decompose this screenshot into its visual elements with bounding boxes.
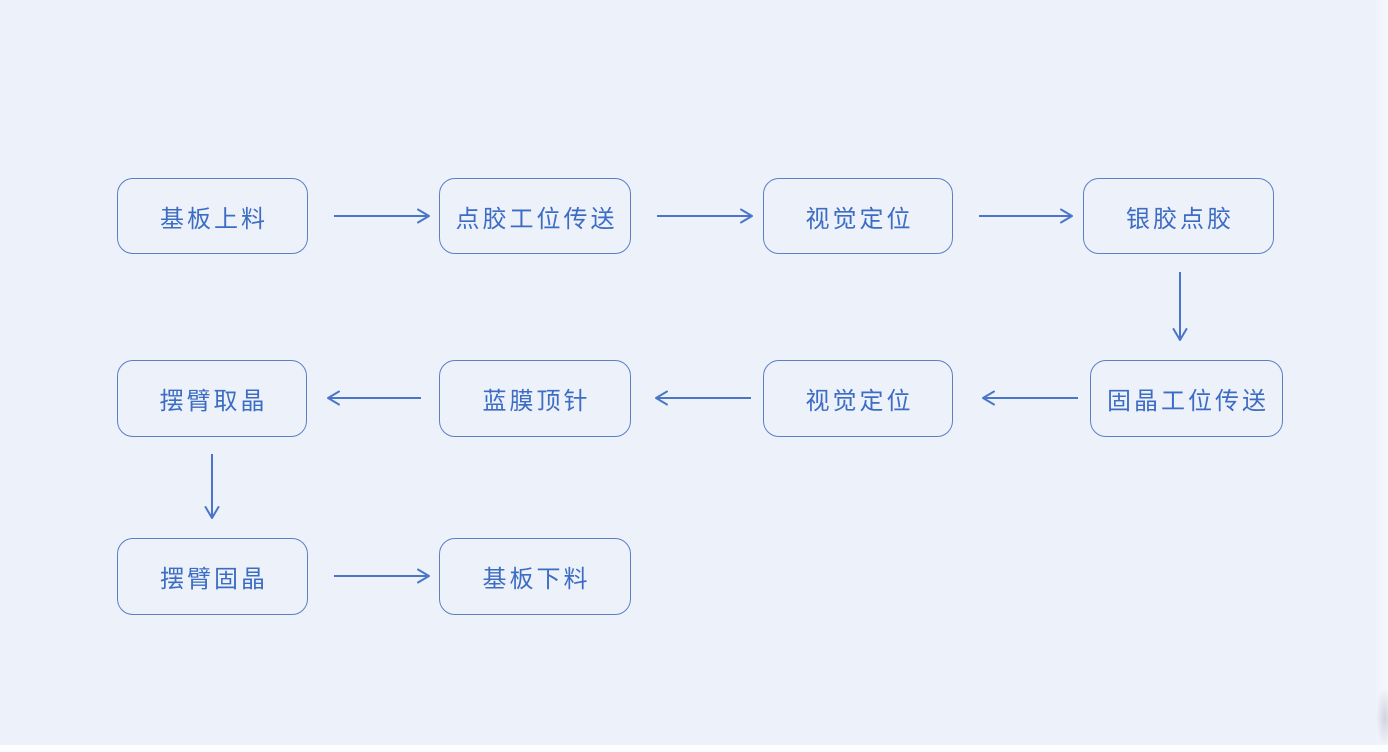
flow-node-die-bond-station-transfer: 固晶工位传送: [1090, 360, 1283, 437]
flow-node-swing-arm-die-bond: 摆臂固晶: [117, 538, 308, 615]
flow-node-blue-film-ejector-pin: 蓝膜顶针: [439, 360, 631, 437]
flow-node-vision-alignment-2: 视觉定位: [763, 360, 953, 437]
flow-node-substrate-loading: 基板上料: [117, 178, 308, 254]
bottom-strip: [0, 745, 1388, 752]
flow-node-vision-alignment-1: 视觉定位: [763, 178, 953, 254]
flow-node-swing-arm-pick-die: 摆臂取晶: [117, 360, 307, 437]
right-edge-fade: [1374, 0, 1388, 752]
flow-node-dispensing-station-transfer: 点胶工位传送: [439, 178, 631, 254]
flow-node-silver-glue-dispensing: 银胶点胶: [1083, 178, 1274, 254]
flow-node-substrate-unloading: 基板下料: [439, 538, 631, 615]
corner-smudge: [1376, 688, 1388, 748]
